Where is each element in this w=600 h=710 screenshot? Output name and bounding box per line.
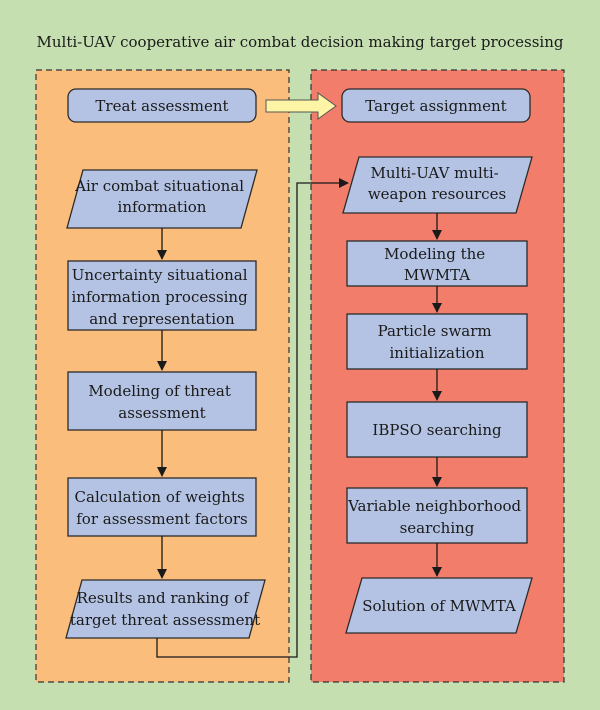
left-step-4-text: Calculation of weights for assessment fa… [75,488,250,528]
left-step-2: Uncertainty situational information proc… [67,260,257,331]
right-step-3-text: Particle swarm initialization [378,322,497,362]
left-step-3-text: Modeling of threat assessment [88,382,235,422]
left-step-2-text: Uncertainty situational information proc… [72,266,253,328]
cross-panel-connector [156,178,349,658]
right-step-5: Variable neighborhood searching [346,487,528,544]
left-step-1-text: Air combat situational information [74,177,249,216]
header-flow-arrow-icon [265,92,337,120]
right-step-6: Solution of MWMTA [345,577,533,634]
right-step-6-text: Solution of MWMTA [362,597,516,615]
right-step-4-text: IBPSO searching [372,421,502,439]
left-step-4: Calculation of weights for assessment fa… [67,477,257,537]
left-step-5: Results and ranking of target threat ass… [65,579,266,639]
left-step-5-text: Results and ranking of target threat ass… [70,589,260,629]
left-step-3: Modeling of threat assessment [67,371,257,431]
right-step-5-text: Variable neighborhood searching [347,497,526,537]
diagram-title: Multi-UAV cooperative air combat decisio… [37,33,564,51]
right-step-2-text: Modeling the MWMTA [384,245,490,284]
right-step-1-text: Multi-UAV multi- weapon resources [368,164,506,203]
right-step-4: IBPSO searching [346,401,528,458]
right-step-2: Modeling the MWMTA [346,240,528,287]
treat-assessment-label: Treat assessment [95,97,228,115]
treat-assessment-header: Treat assessment [67,88,257,123]
right-step-3: Particle swarm initialization [346,313,528,370]
target-assignment-header: Target assignment [341,88,531,123]
left-step-1: Air combat situational information [66,169,258,229]
right-step-1: Multi-UAV multi- weapon resources [342,156,533,214]
target-assignment-label: Target assignment [365,97,506,115]
